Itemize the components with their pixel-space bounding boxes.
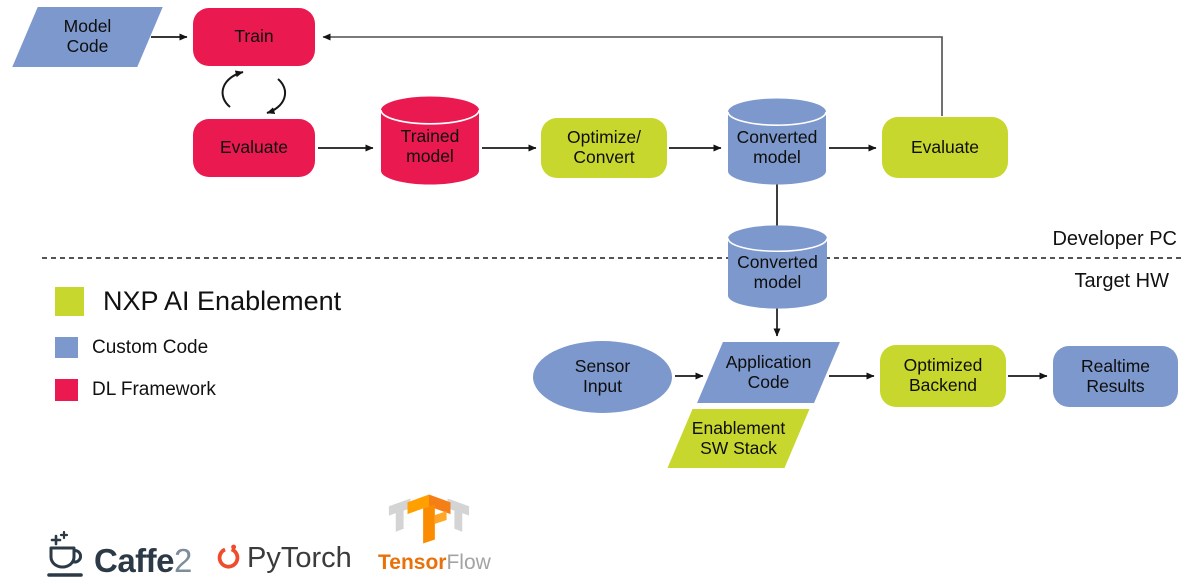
node-evaluate-framework: Evaluate bbox=[193, 119, 315, 177]
node-application-code: Application Code bbox=[697, 342, 840, 403]
node-optimized-backend: Optimized Backend bbox=[880, 345, 1006, 407]
zone-label-target-hw: Target HW bbox=[1074, 270, 1169, 292]
cycle-arrows-icon bbox=[221, 70, 287, 115]
cylinder-shape bbox=[380, 96, 480, 185]
legend-swatch-nxp-ai-enablement bbox=[55, 287, 84, 316]
node-label: Realtime Results bbox=[1080, 355, 1151, 396]
node-enablement-sw-stack: Enablement SW Stack bbox=[667, 409, 810, 468]
legend-label-nxp-ai-enablement: NXP AI Enablement bbox=[103, 286, 342, 316]
tensorflow-secondary-text: Flow bbox=[446, 551, 491, 574]
node-realtime-results: Realtime Results bbox=[1053, 346, 1178, 407]
zone-label-developer-pc: Developer PC bbox=[1052, 228, 1177, 250]
caffe2-wordmark: Caffe2 bbox=[94, 544, 192, 585]
legend-swatch-dl-framework bbox=[55, 379, 78, 401]
tensorflow-tf-icon bbox=[388, 494, 470, 544]
caffe2-name-text: Caffe bbox=[94, 542, 175, 579]
pytorch-wordmark: PyTorch bbox=[247, 542, 352, 574]
node-train: Train bbox=[193, 8, 315, 66]
node-label: Optimized Backend bbox=[903, 355, 983, 395]
legend-label-dl-framework: DL Framework bbox=[92, 379, 216, 400]
node-trained-model: Trained model bbox=[380, 95, 480, 186]
node-label: Model Code bbox=[63, 16, 112, 56]
node-converted-model-hw: Converted model bbox=[727, 224, 828, 310]
cylinder-shape bbox=[727, 225, 828, 309]
node-evaluate-enablement: Evaluate bbox=[882, 117, 1008, 178]
node-label: Converted model bbox=[737, 252, 818, 292]
arrow-feedback-evaluate-to-train bbox=[322, 33, 943, 116]
node-label: Enablement SW Stack bbox=[691, 417, 786, 458]
caffe2-cup-icon bbox=[47, 530, 83, 577]
node-model-code: Model Code bbox=[12, 7, 163, 67]
node-optimize-convert: Optimize/ Convert bbox=[541, 118, 667, 178]
node-label: Optimize/ Convert bbox=[567, 127, 641, 167]
node-label: Trained model bbox=[400, 125, 460, 166]
node-label: Train bbox=[234, 26, 274, 47]
node-label: Converted model bbox=[736, 126, 818, 167]
pytorch-flame-icon bbox=[217, 544, 240, 569]
node-converted-model-pc: Converted model bbox=[727, 97, 827, 186]
node-label: Application Code bbox=[725, 351, 812, 392]
cylinder-shape bbox=[727, 98, 827, 185]
node-sensor-input: Sensor Input bbox=[533, 341, 672, 413]
node-label: Evaluate bbox=[910, 136, 980, 157]
node-label: Evaluate bbox=[219, 137, 289, 158]
tensorflow-wordmark: TensorFlow bbox=[378, 551, 491, 575]
legend-label-custom-code: Custom Code bbox=[92, 337, 209, 358]
tensorflow-primary-text: Tensor bbox=[378, 551, 447, 574]
caffe2-suffix-text: 2 bbox=[174, 542, 193, 579]
legend-swatch-custom-code bbox=[55, 337, 78, 358]
node-label: Sensor Input bbox=[574, 356, 631, 396]
